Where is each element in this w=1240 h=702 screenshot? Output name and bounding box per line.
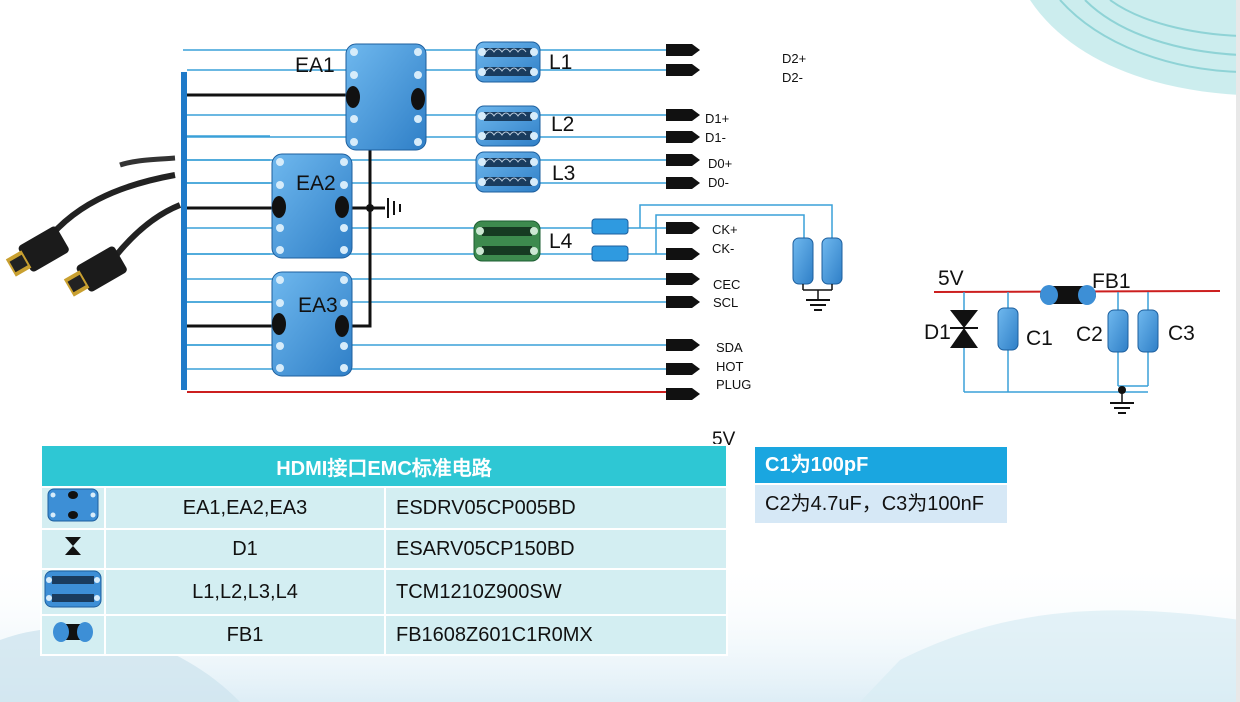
signal-d0p: D0+ xyxy=(708,156,732,171)
capacitor-c1 xyxy=(997,307,1019,351)
label-c2: C2 xyxy=(1076,323,1103,346)
label-l4: L4 xyxy=(549,230,573,253)
label-l2: L2 xyxy=(551,113,574,136)
hdmi-cable-image xyxy=(5,155,182,297)
signal-scl: SCL xyxy=(713,295,738,310)
capacitor-c3 xyxy=(1137,309,1159,353)
label-ea2: EA2 xyxy=(296,172,336,195)
signal-d1p: D1+ xyxy=(705,111,729,126)
power-filter-circuit xyxy=(933,285,1221,414)
esd-array-ea2 xyxy=(271,153,353,259)
table-row: EA1,EA2,EA3 ESDRV05CP005BD xyxy=(40,486,728,530)
esd-array-icon xyxy=(40,486,106,530)
signal-cec: CEC xyxy=(713,277,740,292)
signal-sda: SDA xyxy=(716,340,743,355)
clock-cap-ground-wire xyxy=(802,284,833,291)
esd-array-ea1 xyxy=(345,43,427,151)
choke-l4 xyxy=(473,220,541,262)
ferrite-bead-icon xyxy=(40,614,106,656)
table-row: L1,L2,L3,L4 TCM1210Z900SW xyxy=(40,568,728,616)
esd-array-ea3 xyxy=(271,271,353,377)
table-row: FB1 FB1608Z601C1R0MX xyxy=(40,614,728,656)
clock-resistor-2 xyxy=(591,245,629,262)
label-c3: C3 xyxy=(1168,322,1195,345)
label-ea3: EA3 xyxy=(298,294,338,317)
signal-d0m: D0- xyxy=(708,175,729,190)
signal-d1m: D1- xyxy=(705,130,726,145)
bom-part: TCM1210Z900SW xyxy=(384,568,728,616)
ground-symbol-clock xyxy=(805,289,831,311)
clock-capacitor-2 xyxy=(821,237,843,285)
bom-table-title: HDMI接口EMC标准电路 xyxy=(40,444,728,488)
choke-l2 xyxy=(475,105,541,147)
bom-part: FB1608Z601C1R0MX xyxy=(384,614,728,656)
capacitor-c2 xyxy=(1107,309,1129,353)
bom-name: FB1 xyxy=(104,614,386,656)
signal-d2m: D2- xyxy=(782,70,803,85)
label-c1: C1 xyxy=(1026,327,1053,350)
tvs-diode-icon xyxy=(40,528,106,570)
ground-junction xyxy=(366,204,374,212)
connector-bus xyxy=(181,72,187,390)
bom-name: D1 xyxy=(104,528,386,570)
bom-table: HDMI接口EMC标准电路 EA1,EA2,EA3 ESDRV05CP005BD… xyxy=(40,444,728,656)
capacitor-note-body: C2为4.7uF，C3为100nF xyxy=(754,484,1008,524)
connector-pins xyxy=(666,44,700,400)
signal-ckp: CK+ xyxy=(712,222,738,237)
choke-l1 xyxy=(475,41,541,83)
ferrite-bead-fb1 xyxy=(1040,285,1096,305)
label-fb1: FB1 xyxy=(1092,270,1131,293)
label-power-5v: 5V xyxy=(938,267,964,290)
bom-name: EA1,EA2,EA3 xyxy=(104,486,386,530)
bom-part: ESARV05CP150BD xyxy=(384,528,728,570)
signal-plug: PLUG xyxy=(716,377,751,392)
tvs-diode-d1 xyxy=(950,310,978,348)
bom-name: L1,L2,L3,L4 xyxy=(104,568,386,616)
signal-hot: HOT xyxy=(716,359,744,374)
label-l1: L1 xyxy=(549,51,572,74)
capacitor-note: C1为100pF C2为4.7uF，C3为100nF xyxy=(754,446,1008,524)
common-mode-choke-icon xyxy=(40,568,106,616)
capacitor-note-header: C1为100pF xyxy=(754,446,1008,484)
label-ea1: EA1 xyxy=(295,54,335,77)
bom-part: ESDRV05CP005BD xyxy=(384,486,728,530)
clock-resistor-1 xyxy=(591,218,629,235)
choke-l3 xyxy=(475,151,541,193)
label-l3: L3 xyxy=(552,162,575,185)
ground-symbol-ea xyxy=(387,198,401,218)
clock-capacitor-1 xyxy=(792,237,814,285)
label-d1: D1 xyxy=(924,321,951,344)
signal-d2p: D2+ xyxy=(782,51,806,66)
signal-lines xyxy=(183,49,833,370)
table-row: D1 ESARV05CP150BD xyxy=(40,528,728,570)
signal-ckm: CK- xyxy=(712,241,734,256)
